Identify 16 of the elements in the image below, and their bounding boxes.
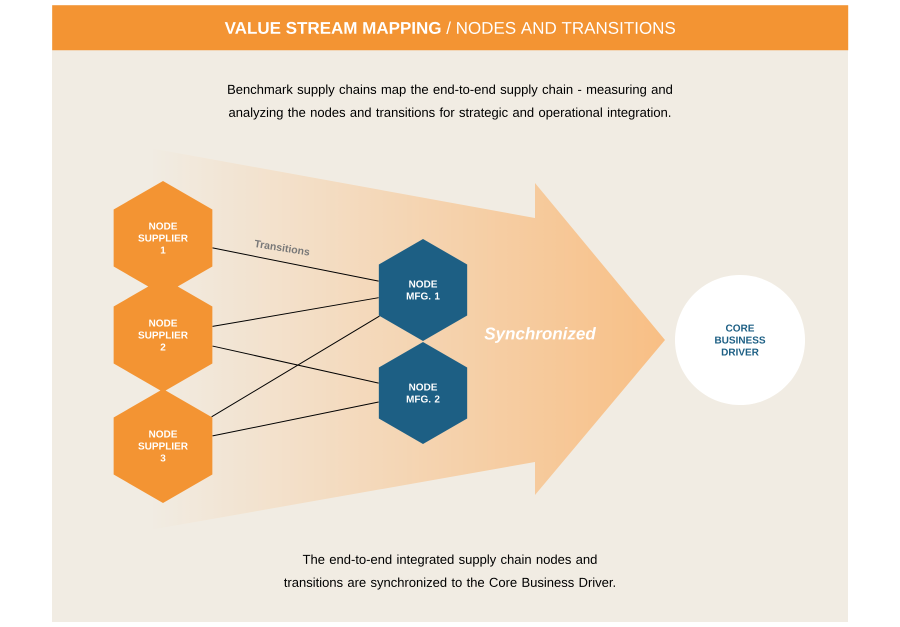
circle-node: CORE BUSINESS DRIVER: [675, 275, 805, 405]
transition-line: [211, 316, 380, 418]
hexagon-node: NODE SUPPLIER 3: [114, 389, 212, 503]
hexagon-node: NODE MFG. 2: [378, 342, 468, 444]
hexagon-node: NODE SUPPLIER 2: [114, 278, 212, 392]
caption-text: The end-to-end integrated supply chain nodes and transitions are synchronized to the Core Business Driver.: [284, 554, 615, 590]
transition-line: [212, 297, 380, 327]
hexagon-node: NODE MFG. 1: [378, 239, 468, 341]
title-banner: VALUE STREAM MAPPING / NODES AND TRANSITIONS: [52, 5, 848, 50]
arrow-label: Synchronized: [484, 327, 596, 343]
transition-line: [212, 346, 380, 384]
hexagon-node: NODE SUPPLIER 1: [114, 181, 212, 295]
transition-line: [212, 402, 380, 436]
edge-label: Transitions: [255, 240, 310, 256]
intro-text: Benchmark supply chains map the end-to-end supply chain - measuring and analyzing the nodes and transitions for strategic and operational integration.: [228, 84, 672, 120]
transition-line: [212, 247, 380, 282]
